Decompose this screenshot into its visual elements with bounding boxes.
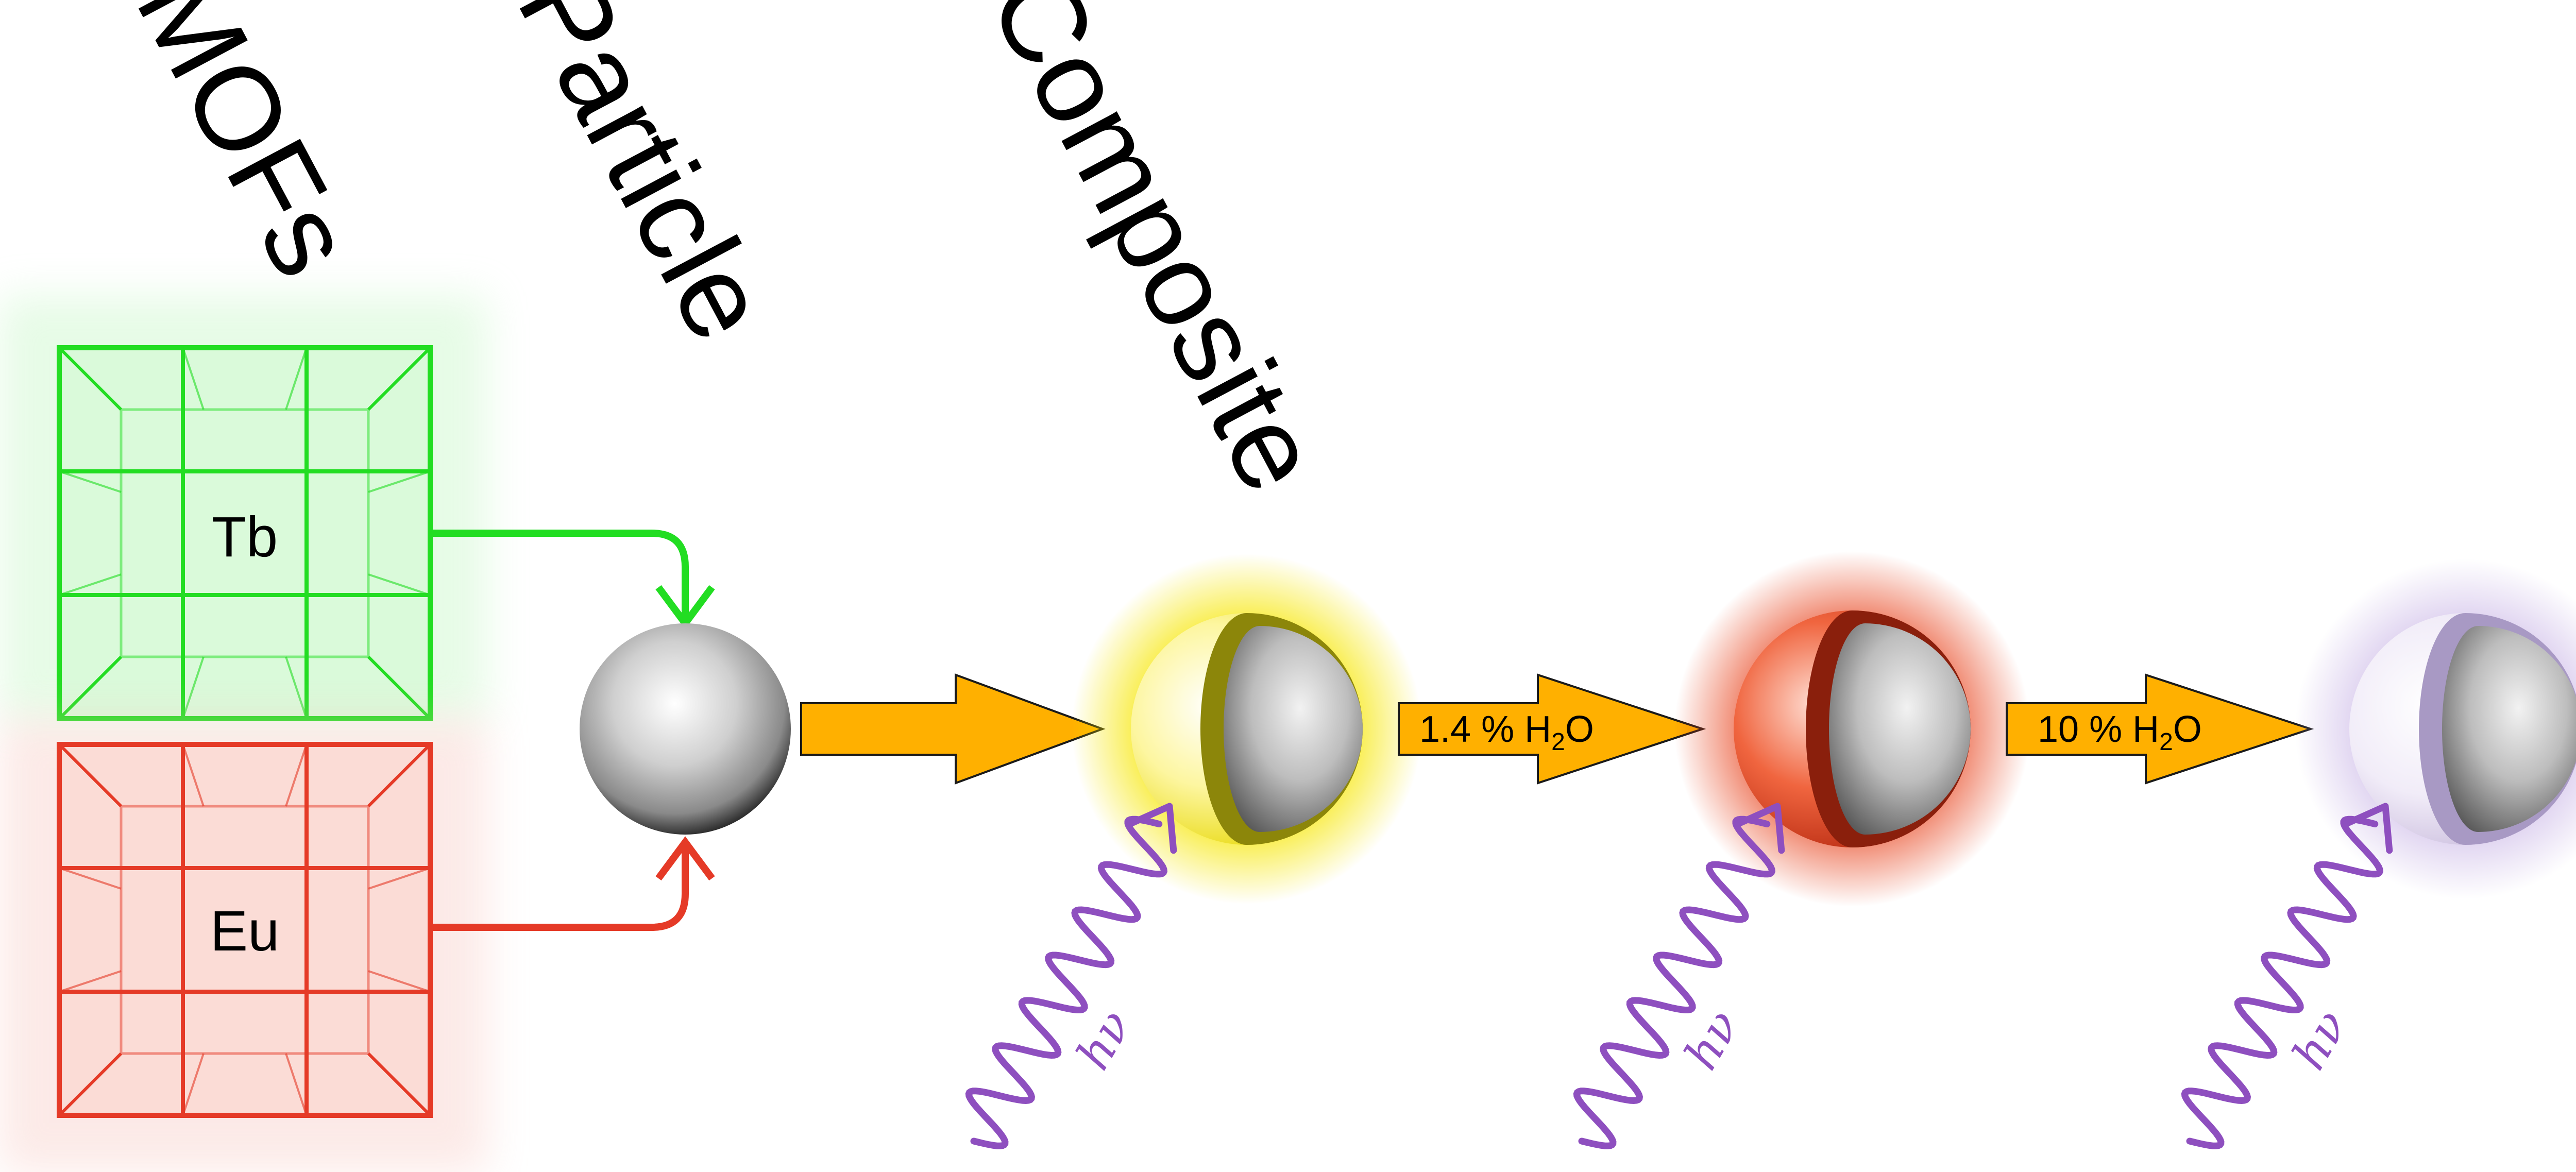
tb-label: Tb (212, 505, 278, 569)
arrow-1-label-sub: 2 (1551, 728, 1565, 756)
photon-wave-3 (2181, 816, 2384, 1149)
arrow-1-label-end: O (1565, 709, 1594, 750)
eu-connector (430, 836, 715, 931)
arrow-1-4-percent-water: 1.4 % H2O (1398, 673, 1706, 785)
svg-text:10 % H2O: 10 % H2O (2038, 709, 2202, 756)
svg-text:1.4 % H2O: 1.4 % H2O (1419, 709, 1594, 756)
arrow-1-label-main: 1.4 % H (1419, 709, 1551, 750)
eu-mof-cube: Eu (0, 719, 487, 1172)
composite-red (1674, 551, 2030, 907)
arrow-10-percent-water: 10 % H2O (2006, 673, 2314, 785)
composite-yellow (1072, 554, 1422, 904)
eu-label: Eu (210, 899, 280, 963)
photon-arrowhead-1 (1126, 803, 1177, 854)
photon-wave-1 (965, 816, 1168, 1149)
arrow-2-label-sub: 2 (2159, 728, 2173, 756)
photon-arrowhead-2 (1734, 803, 1785, 854)
photon-arrowhead-3 (2342, 803, 2393, 854)
particle-sphere (580, 623, 791, 835)
tb-mof-cube: Tb (0, 296, 487, 721)
photon-wave-2 (1573, 816, 1776, 1149)
arrow-2-label-main: 10 % H (2038, 709, 2159, 750)
heading-composite: Composite (964, 0, 1347, 512)
heading-particle: Particle (493, 0, 795, 361)
arrow-2-label-end: O (2173, 709, 2202, 750)
particle-to-composite-arrow (800, 673, 1106, 785)
composite-violet (2295, 559, 2576, 899)
heading-mofs: MOFs (112, 0, 380, 297)
